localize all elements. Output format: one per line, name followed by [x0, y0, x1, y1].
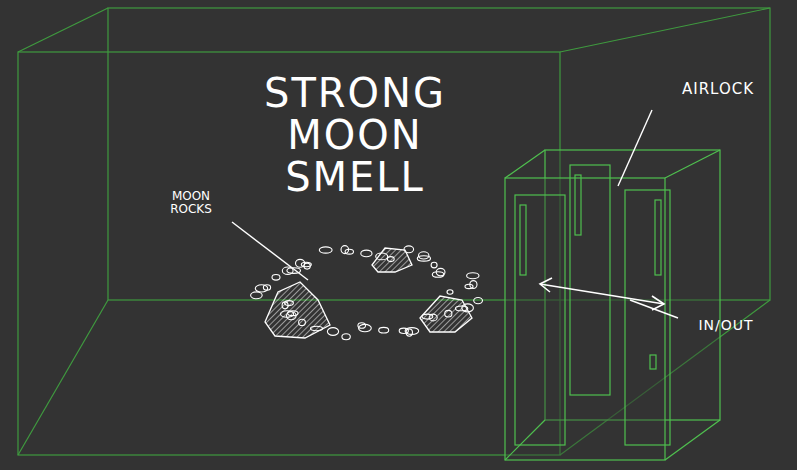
pebble	[445, 310, 452, 317]
in-out-arrow	[540, 278, 664, 310]
pebble	[379, 327, 389, 333]
pebble	[376, 253, 388, 260]
pebble	[301, 262, 311, 266]
pebble	[387, 257, 394, 262]
pebble	[467, 273, 479, 279]
airlock-wireframe	[505, 150, 720, 460]
pebble	[404, 246, 414, 253]
pebble	[251, 292, 263, 299]
pebble	[361, 250, 372, 257]
pebble	[311, 326, 323, 330]
pebble	[272, 275, 280, 281]
pebble	[299, 319, 306, 325]
pebble	[255, 285, 267, 292]
moon-rocks-illustration	[251, 246, 483, 340]
pebble	[327, 328, 338, 336]
leader-line	[232, 222, 308, 280]
pebble	[422, 314, 433, 319]
pebble	[474, 298, 483, 304]
part-label: MOON ROCKS	[160, 190, 222, 215]
room-note: STRONG MOON SMELL	[235, 72, 475, 198]
pebble	[432, 272, 444, 278]
pebble	[431, 262, 437, 268]
pebble	[263, 285, 270, 290]
pebble	[465, 284, 473, 288]
part-label: AIRLOCK	[658, 82, 778, 98]
pebble	[288, 311, 298, 316]
pebble	[455, 306, 467, 311]
pebble	[342, 334, 350, 340]
pebble	[399, 328, 408, 333]
pebble	[429, 314, 437, 321]
pebble	[285, 301, 294, 306]
pebble	[319, 247, 332, 253]
pebble	[417, 256, 430, 261]
pebble	[345, 249, 353, 254]
pebble	[281, 311, 294, 318]
pebble	[447, 290, 453, 294]
leader-line	[618, 110, 652, 186]
arrow-label: IN/OUT	[676, 318, 776, 333]
pebble	[358, 323, 366, 329]
